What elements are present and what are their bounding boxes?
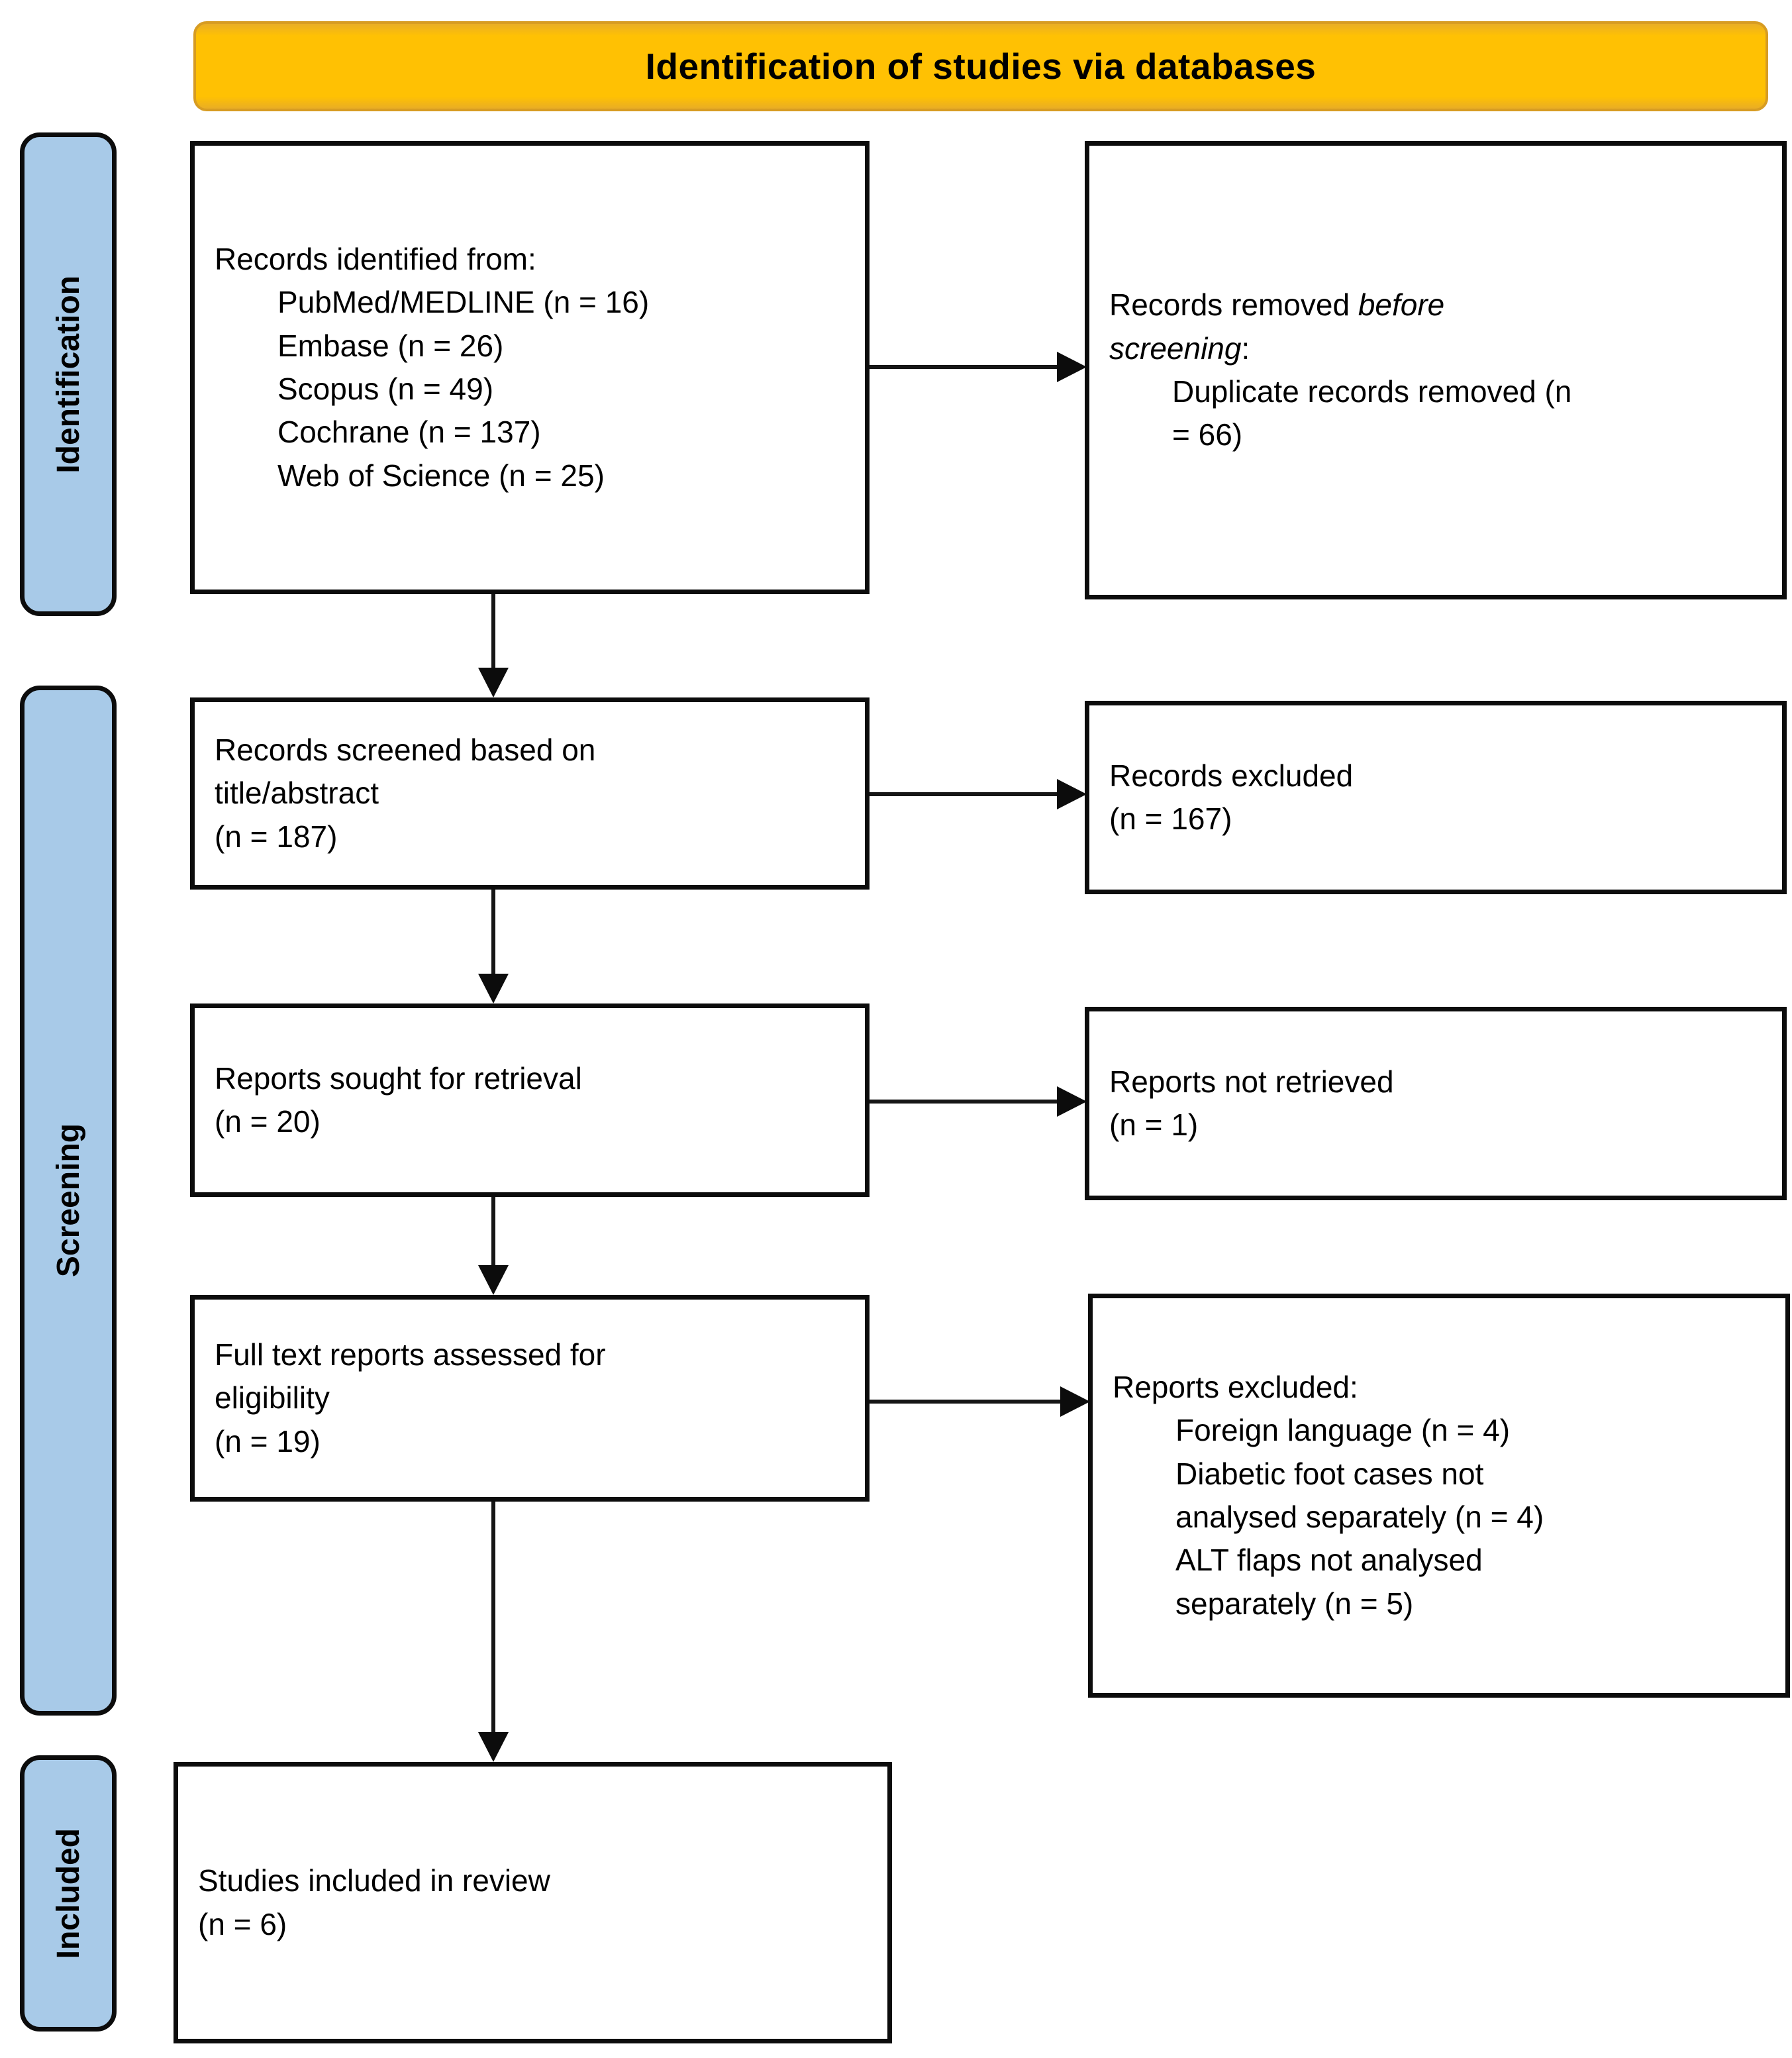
reports-excluded-title: Reports excluded: <box>1113 1370 1358 1405</box>
banner-identification-of-studies: Identification of studies via databases <box>193 21 1768 111</box>
studies-included-text: Studies included in review <box>198 1863 550 1898</box>
box-records-removed-title: Records removed before screening: <box>1109 283 1533 370</box>
excluded-alt-flaps: ALT flaps not analysed separately (n = 5… <box>1175 1543 1483 1621</box>
arrow-screened-to-sought-head <box>478 974 509 1003</box>
removed-title-prefix: Records removed <box>1109 287 1358 323</box>
reports-not-retrieved-count: (n = 1) <box>1109 1107 1199 1142</box>
box-reports-sought: Reports sought for retrieval (n = 20) <box>190 1003 870 1197</box>
excluded-diabetic-foot: Diabetic foot cases not analysed separat… <box>1175 1456 1544 1534</box>
db-web-of-science: Web of Science (n = 25) <box>277 458 605 493</box>
arrow-identified-to-removed-head <box>1057 352 1087 382</box>
reports-sought-count: (n = 20) <box>215 1104 321 1139</box>
box-reports-excluded: Reports excluded: Foreign language (n = … <box>1088 1294 1790 1698</box>
arrow-assessed-to-included-line <box>491 1502 495 1732</box>
removed-title-suffix: : <box>1241 331 1250 366</box>
stage-label-screening: Screening <box>20 686 117 1716</box>
reports-not-retrieved-text: Reports not retrieved <box>1109 1064 1394 1099</box>
box-reports-not-retrieved: Reports not retrieved (n = 1) <box>1085 1007 1787 1200</box>
arrow-screened-to-sought-line <box>491 890 495 974</box>
records-screened-text: Records screened based on title/abstract <box>215 733 596 811</box>
arrow-identified-to-screened-head <box>478 668 509 697</box>
arrow-sought-to-notretrieved-line <box>870 1100 1057 1104</box>
box-records-excluded: Records excluded (n = 167) <box>1085 701 1787 894</box>
box-records-removed-before-screening: Records removed before screening: Duplic… <box>1085 141 1787 599</box>
records-excluded-count: (n = 167) <box>1109 801 1232 836</box>
arrow-identified-to-screened-line <box>491 594 495 668</box>
box-records-identified-title: Records identified from: <box>215 242 536 277</box>
excluded-foreign-language: Foreign language (n = 4) <box>1175 1413 1511 1448</box>
db-pubmed-medline: PubMed/MEDLINE (n = 16) <box>277 285 650 320</box>
box-fulltext-assessed: Full text reports assessed for eligibili… <box>190 1295 870 1502</box>
db-embase: Embase (n = 26) <box>277 328 504 363</box>
db-cochrane: Cochrane (n = 137) <box>277 415 541 450</box>
reports-sought-text: Reports sought for retrieval <box>215 1060 582 1096</box>
duplicate-records-removed: Duplicate records removed (n = 66) <box>1172 374 1572 452</box>
arrow-assessed-to-included-head <box>478 1732 509 1762</box>
fulltext-assessed-text: Full text reports assessed for eligibili… <box>215 1337 606 1415</box>
arrow-identified-to-removed-line <box>870 365 1057 369</box>
arrow-screened-to-excluded-line <box>870 792 1057 796</box>
arrow-sought-to-assessed-head <box>478 1265 509 1295</box>
stage-label-identification-text: Identification <box>50 275 86 474</box>
arrow-assessed-to-reportsexcluded-head <box>1060 1386 1090 1417</box>
box-records-screened: Records screened based on title/abstract… <box>190 697 870 890</box>
records-screened-count: (n = 187) <box>215 819 338 854</box>
arrow-sought-to-notretrieved-head <box>1057 1086 1087 1117</box>
box-records-identified: Records identified from: PubMed/MEDLINE … <box>190 141 870 594</box>
box-studies-included: Studies included in review (n = 6) <box>174 1762 892 2043</box>
fulltext-assessed-count: (n = 19) <box>215 1423 321 1459</box>
stage-label-included-text: Included <box>50 1827 86 1959</box>
arrow-assessed-to-reportsexcluded-line <box>870 1400 1060 1404</box>
stage-label-identification: Identification <box>20 132 117 616</box>
arrow-sought-to-assessed-line <box>491 1197 495 1265</box>
db-scopus: Scopus (n = 49) <box>277 372 494 406</box>
studies-included-count: (n = 6) <box>198 1906 287 1941</box>
stage-label-included: Included <box>20 1755 117 2032</box>
removed-title-italic: before screening <box>1109 287 1445 366</box>
banner-title: Identification of studies via databases <box>645 46 1317 87</box>
arrow-screened-to-excluded-head <box>1057 779 1087 809</box>
stage-label-screening-text: Screening <box>50 1123 86 1278</box>
records-excluded-text: Records excluded <box>1109 758 1354 793</box>
